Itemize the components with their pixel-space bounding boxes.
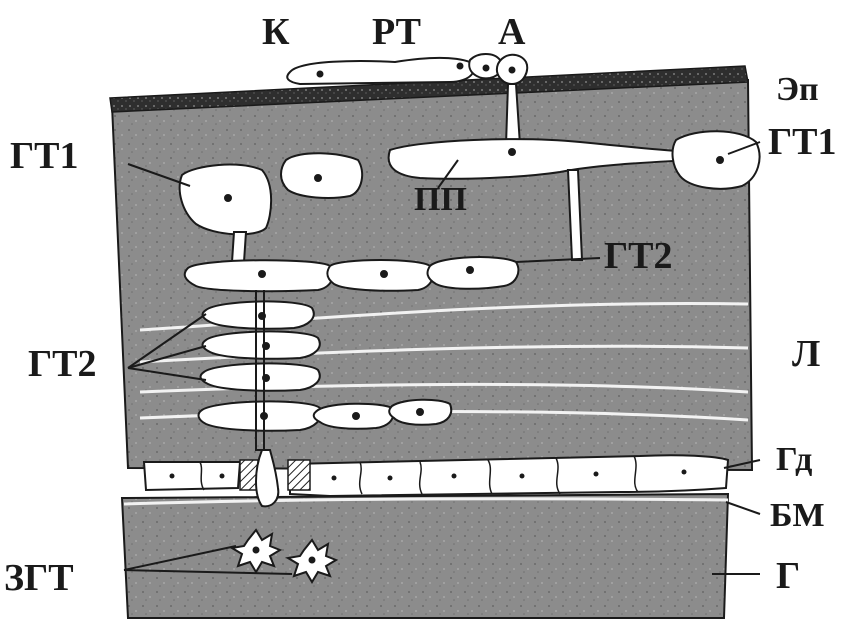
duct-gt1-to-gt2	[232, 232, 246, 262]
label-rt: РТ	[372, 11, 421, 53]
label-gt1-left: ГТ1	[10, 135, 79, 177]
label-gt2-left: ГТ2	[28, 343, 97, 385]
label-a: А	[498, 11, 526, 53]
label-gd: Гд	[776, 441, 812, 478]
label-zgt: ЗГТ	[4, 557, 74, 599]
label-ep: Эп	[776, 71, 819, 108]
label-gt2-right: ГТ2	[604, 235, 673, 277]
gt2-row-cells	[185, 257, 519, 291]
label-g: Г	[776, 555, 800, 597]
label-k: К	[262, 11, 290, 53]
gd-hatched-right	[288, 460, 310, 490]
hypodermis-lower-block	[122, 494, 728, 618]
label-l: Л	[792, 333, 820, 375]
gd-row-cells	[144, 455, 728, 496]
label-bm: БМ	[770, 497, 825, 534]
gt1-cell-mid	[281, 153, 362, 198]
label-pp: ПП	[414, 181, 467, 218]
label-gt1-right: ГТ1	[768, 121, 837, 163]
